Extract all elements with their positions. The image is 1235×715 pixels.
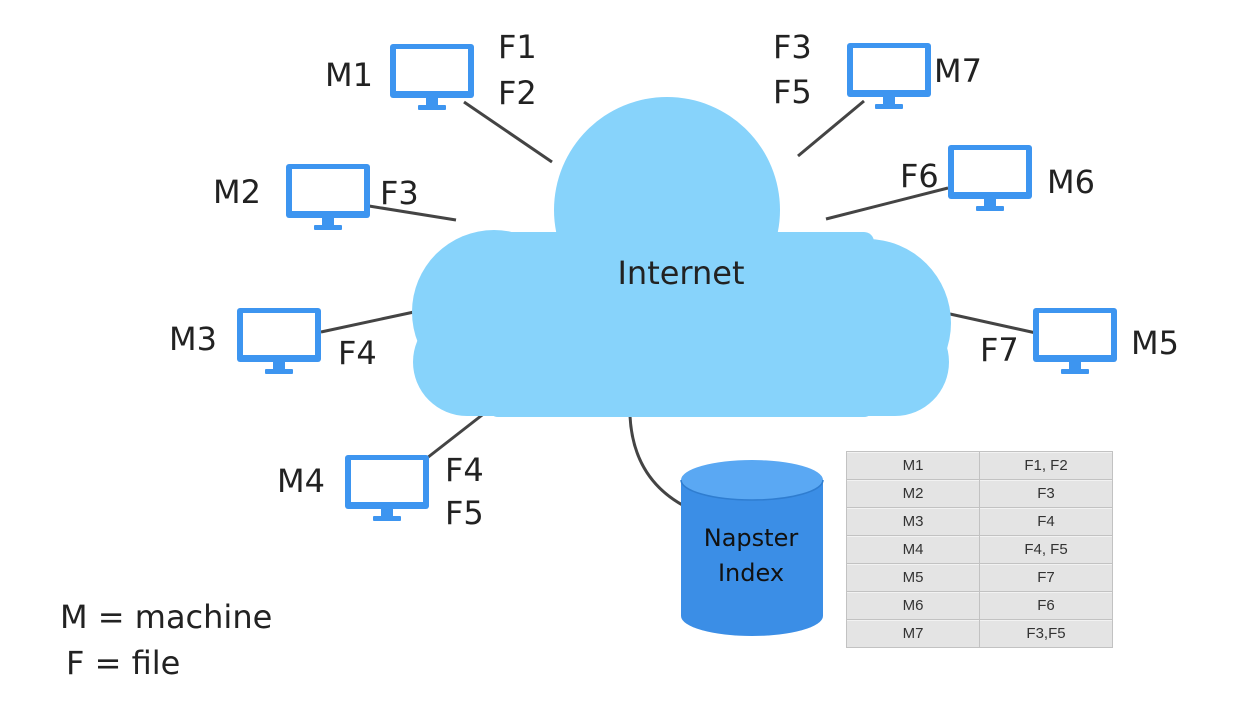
file-label-m3-a: F4 xyxy=(338,334,377,372)
legend-machine: M = machine xyxy=(60,598,273,636)
machine-m3 xyxy=(237,308,321,374)
monitor-icon xyxy=(390,44,474,110)
machine-labels: M1 M2 M3 M4 M5 M6 M7 xyxy=(169,52,1179,500)
table-cell-files: F3,F5 xyxy=(979,619,1113,648)
table-cell-files: F6 xyxy=(979,591,1113,620)
file-label-m6-a: F6 xyxy=(900,157,939,195)
cloud-label: Internet xyxy=(617,254,744,292)
table-cell-machine: M7 xyxy=(846,619,980,648)
link-m3 xyxy=(320,310,415,334)
monitor-icon xyxy=(286,164,370,230)
monitor-icon xyxy=(948,145,1032,211)
table-cell-machine: M3 xyxy=(846,507,980,536)
machine-m7 xyxy=(847,43,931,109)
table-cell-machine: M5 xyxy=(846,563,980,592)
connection-lines xyxy=(320,99,1037,510)
machine-label-m5: M5 xyxy=(1131,324,1179,362)
file-label-m1-a: F1 xyxy=(498,28,537,66)
monitor-icon xyxy=(237,308,321,374)
table-row: M7 F3,F5 xyxy=(846,619,1113,648)
database-label-line2: Index xyxy=(718,559,784,587)
monitor-icon xyxy=(1033,308,1117,374)
table-cell-machine: M1 xyxy=(846,451,980,480)
table-row: M4 F4, F5 xyxy=(846,535,1113,564)
napster-index-table: M1 F1, F2 M2 F3 M3 F4 M4 F4, F5 M5 F7 M6… xyxy=(846,451,1113,648)
legend: M = machine F = file xyxy=(60,594,272,686)
table-cell-files: F3 xyxy=(979,479,1113,508)
file-label-m5-a: F7 xyxy=(980,331,1019,369)
table-cell-files: F4, F5 xyxy=(979,535,1113,564)
table-row: M3 F4 xyxy=(846,507,1113,536)
link-m1 xyxy=(463,100,553,164)
machine-m4 xyxy=(345,455,429,521)
link-m6 xyxy=(825,186,949,221)
machine-m6 xyxy=(948,145,1032,211)
file-label-m1-b: F2 xyxy=(498,74,537,112)
table-cell-files: F7 xyxy=(979,563,1113,592)
legend-file: F = file xyxy=(66,644,181,682)
file-label-m2-a: F3 xyxy=(380,174,419,212)
link-m7 xyxy=(797,99,865,158)
table-row: M1 F1, F2 xyxy=(846,451,1113,480)
machine-label-m4: M4 xyxy=(277,462,325,500)
file-label-m7-b: F5 xyxy=(773,73,812,111)
file-labels: F1 F2 F3 F4 F4 F5 F7 F6 F3 F5 xyxy=(338,28,1019,532)
machine-label-m1: M1 xyxy=(325,56,373,94)
table-cell-files: F4 xyxy=(979,507,1113,536)
machine-label-m7: M7 xyxy=(934,52,982,90)
table-row: M5 F7 xyxy=(846,563,1113,592)
table-row: M6 F6 xyxy=(846,591,1113,620)
link-m4 xyxy=(426,410,487,460)
database-icon xyxy=(680,460,824,636)
database-label-line1: Napster xyxy=(704,524,799,552)
monitor-icon xyxy=(847,43,931,109)
monitor-icon xyxy=(345,455,429,521)
machine-label-m6: M6 xyxy=(1047,163,1095,201)
table-cell-machine: M2 xyxy=(846,479,980,508)
machine-m5 xyxy=(1033,308,1117,374)
table-cell-files: F1, F2 xyxy=(979,451,1113,480)
machine-label-m3: M3 xyxy=(169,320,217,358)
table-cell-machine: M6 xyxy=(846,591,980,620)
link-database xyxy=(628,415,689,510)
file-label-m4-b: F5 xyxy=(445,494,484,532)
machine-m1 xyxy=(390,44,474,110)
table-cell-machine: M4 xyxy=(846,535,980,564)
machine-label-m2: M2 xyxy=(213,173,261,211)
internet-cloud xyxy=(412,97,951,417)
file-label-m7-a: F3 xyxy=(773,28,812,66)
file-label-m4-a: F4 xyxy=(445,451,484,489)
machine-m2 xyxy=(286,164,370,230)
link-m2 xyxy=(368,204,457,222)
table-row: M2 F3 xyxy=(846,479,1113,508)
link-m5 xyxy=(949,312,1037,335)
